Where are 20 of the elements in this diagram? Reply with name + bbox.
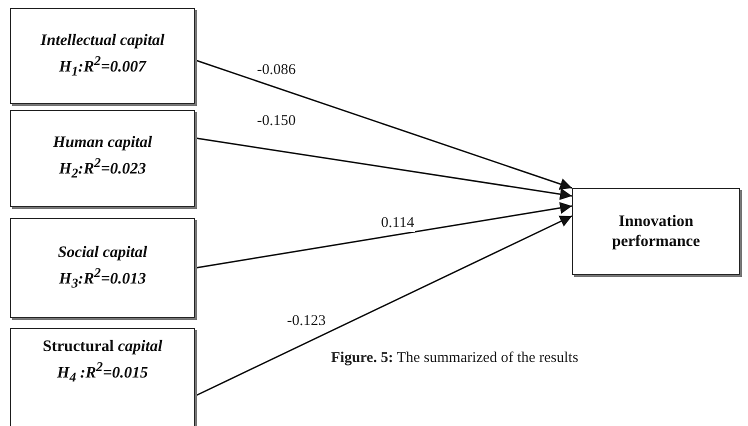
process-box [10,328,195,426]
box-title: Intellectual capital [40,30,164,51]
box-title: Structural capital [42,337,162,357]
arrow [194,137,572,200]
arrow [194,215,572,397]
r-squared-text: H$_{4}$ :R$^{2}$=0.015 [57,358,148,387]
process-box [10,8,195,104]
process-box [10,218,195,318]
arrow [194,59,572,190]
box-title: Human capital [52,133,152,154]
box-title: Social capital [58,242,148,263]
process-box [10,110,195,207]
arrow [194,202,572,269]
r-squared-text: H$_{3}$:R$^{2}$=0.013 [59,264,146,292]
process-box [572,188,740,275]
figure-caption: Figure. 5: The summarized of the results [331,350,578,367]
box-title: Innovation performance [611,212,701,252]
r-squared-text: H$_{2}$:R$^{2}$=0.023 [59,154,146,183]
edge-label: 0.114 [380,215,416,232]
r-squared-text: H$_{1}$:R$^{2}$=0.007 [59,52,146,80]
